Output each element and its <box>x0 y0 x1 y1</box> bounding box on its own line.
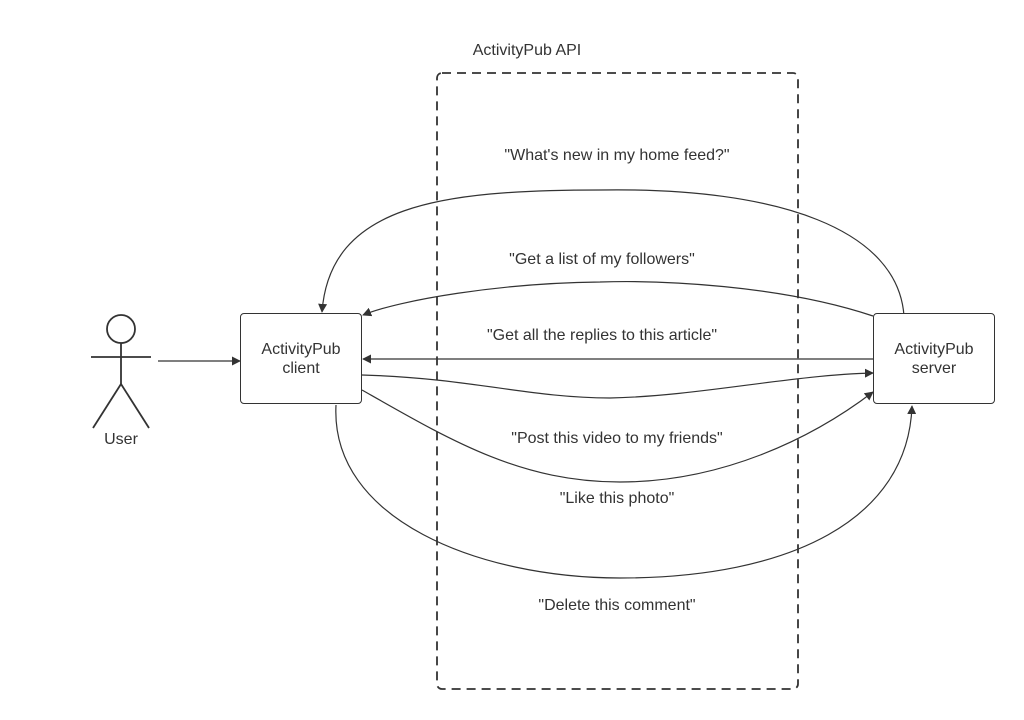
arrow-post-video <box>361 368 874 399</box>
label-home-feed: "What's new in my home feed?" <box>504 147 730 164</box>
api-title: ActivityPub API <box>472 42 582 59</box>
client-title-line2: client <box>282 359 320 377</box>
server-title-line1: ActivityPub <box>894 340 974 358</box>
client-title-line1: ActivityPub <box>261 340 341 358</box>
client-node: ActivityPub client <box>240 313 362 404</box>
server-node: ActivityPub server <box>873 313 995 404</box>
server-title-line2: server <box>911 359 957 377</box>
label-post-video: "Post this video to my friends" <box>511 430 723 447</box>
api-boundary <box>436 72 799 690</box>
arrow-like-photo <box>361 389 874 483</box>
label-followers: "Get a list of my followers" <box>509 251 695 268</box>
label-like-photo: "Like this photo" <box>559 490 675 507</box>
user-actor-figure <box>91 314 151 429</box>
arrow-followers <box>362 281 874 317</box>
arrow-delete-comment <box>335 404 917 579</box>
label-delete-comment: "Delete this comment" <box>538 597 696 614</box>
user-label: User <box>104 431 138 448</box>
label-replies: "Get all the replies to this article" <box>486 327 718 344</box>
arrow-home-feed <box>318 189 905 317</box>
